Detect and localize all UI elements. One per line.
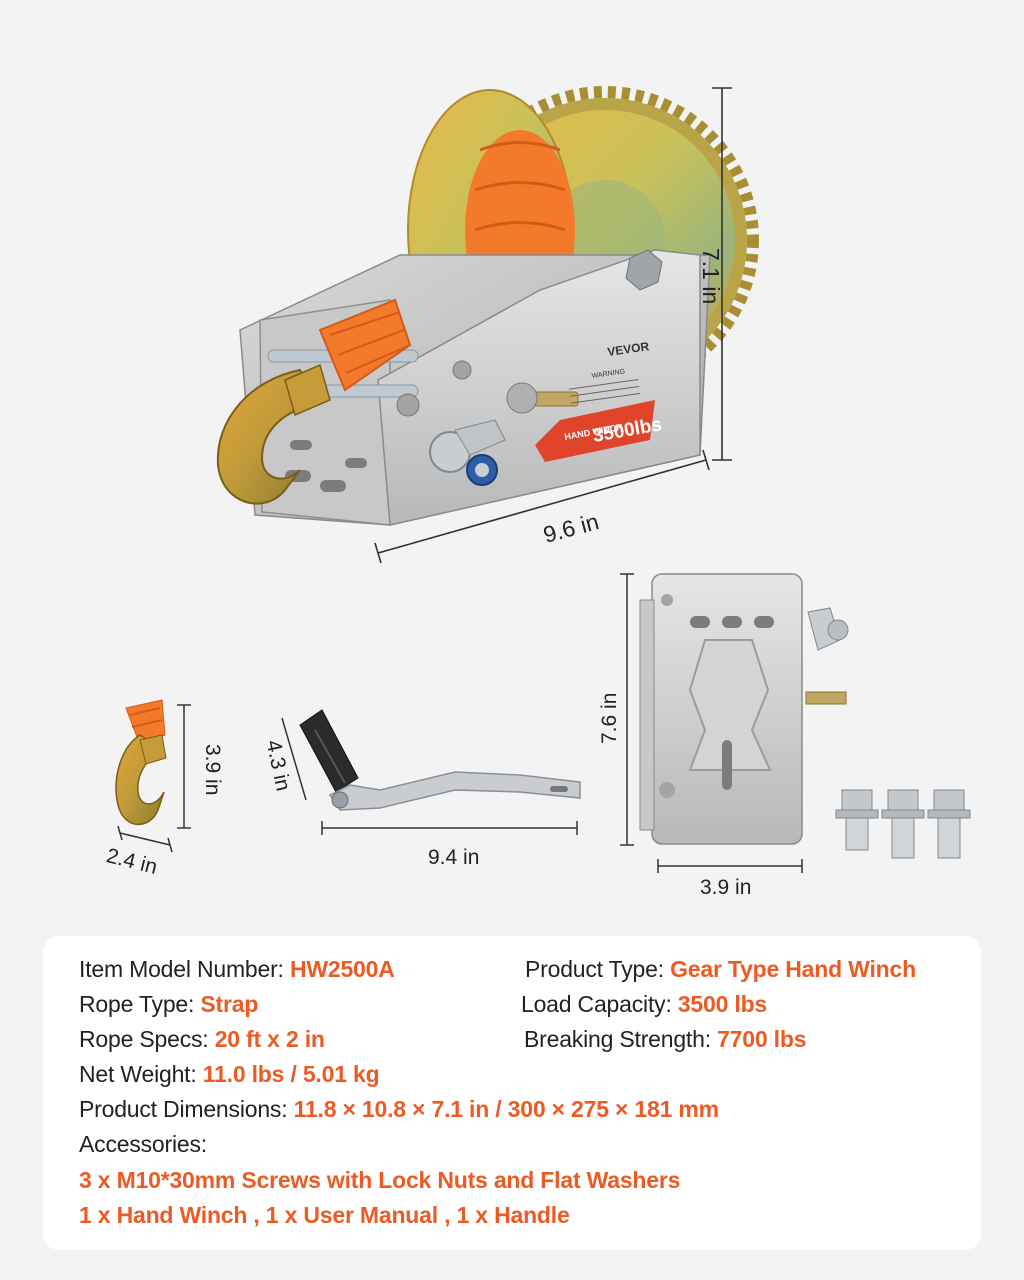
- spec-card: Item Model Number: HW2500A Product Type:…: [43, 936, 981, 1250]
- dim-label-hook-height: 3.9 in: [201, 744, 224, 796]
- dim-line-hook-width: [117, 825, 173, 853]
- spec-breaking-strength: Breaking Strength: 7700 lbs: [524, 1026, 806, 1053]
- spec-load-capacity: Load Capacity: 3500 lbs: [521, 991, 767, 1018]
- spec-breaking-value: 7700 lbs: [717, 1026, 807, 1052]
- spec-rope-specs-value: 20 ft x 2 in: [214, 1026, 325, 1052]
- dim-label-plate-height: 7.6 in: [598, 692, 621, 744]
- plate-image: [639, 573, 849, 845]
- capacity-badge: [535, 400, 655, 462]
- spec-product-type: Product Type: Gear Type Hand Winch: [525, 956, 916, 983]
- dim-label-plate-width: 3.9 in: [700, 876, 752, 899]
- spec-product-type-value: Gear Type Hand Winch: [670, 956, 916, 982]
- dim-label-handle-length: 9.4 in: [428, 846, 480, 869]
- spec-accessories-line-2: 1 x Hand Winch , 1 x User Manual , 1 x H…: [79, 1202, 570, 1228]
- dim-line-winch-width: [374, 449, 710, 564]
- spec-accessories-label: Accessories:: [79, 1131, 207, 1157]
- spec-rope-specs: Rope Specs: 20 ft x 2 in: [79, 1026, 325, 1053]
- spec-model: Item Model Number: HW2500A: [79, 956, 395, 983]
- spec-net-weight-value: 11.0 lbs / 5.01 kg: [202, 1061, 380, 1087]
- spec-load-capacity-value: 3500 lbs: [677, 991, 768, 1017]
- spec-dimensions: Product Dimensions: 11.8 × 10.8 × 7.1 in…: [79, 1096, 719, 1123]
- brand-label: VEVOR: [606, 339, 650, 359]
- spec-dimensions-value: 11.8 × 10.8 × 7.1 in / 300 × 275 × 181 m…: [293, 1096, 719, 1122]
- dim-line-winch-height: [712, 87, 732, 461]
- spec-breaking-label: Breaking Strength:: [524, 1026, 718, 1052]
- hook-image: [115, 699, 167, 826]
- warning-label: WARNING: [591, 368, 625, 380]
- spec-accessories-line-1: 3 x M10*30mm Screws with Lock Nuts and F…: [79, 1167, 681, 1193]
- dim-line-handle-height: [281, 717, 307, 801]
- spec-net-weight-label: Net Weight:: [79, 1061, 203, 1087]
- winch-image: HAND WINCH 3500lbs VEVOR WARNING: [216, 86, 759, 526]
- dim-label-winch-height: 7.1 in: [698, 248, 724, 305]
- product-illustration-area: HAND WINCH 3500lbs VEVOR WARNING: [104, 86, 971, 899]
- dim-line-plate-width: [657, 859, 803, 873]
- dim-line-plate-height: [620, 573, 634, 846]
- spec-rope-type-value: Strap: [200, 991, 259, 1017]
- spec-load-capacity-label: Load Capacity:: [521, 991, 678, 1017]
- handle-image: [299, 709, 581, 811]
- spec-net-weight: Net Weight: 11.0 lbs / 5.01 kg: [79, 1061, 380, 1088]
- hook-on-winch: [216, 363, 331, 505]
- spec-model-value: HW2500A: [289, 956, 395, 982]
- spec-rope-type-label: Rope Type:: [79, 991, 201, 1017]
- dim-line-hook-height: [177, 704, 191, 829]
- spec-product-type-label: Product Type:: [525, 956, 671, 982]
- bolts-image: [835, 789, 971, 859]
- spec-rope-specs-label: Rope Specs:: [79, 1026, 215, 1052]
- product-drawing: HAND WINCH 3500lbs VEVOR WARNING: [115, 86, 971, 873]
- spec-model-label: Item Model Number:: [79, 956, 290, 982]
- dim-line-handle-length: [321, 821, 578, 835]
- spec-dimensions-label: Product Dimensions:: [79, 1096, 294, 1122]
- spec-rope-type: Rope Type: Strap: [79, 991, 258, 1018]
